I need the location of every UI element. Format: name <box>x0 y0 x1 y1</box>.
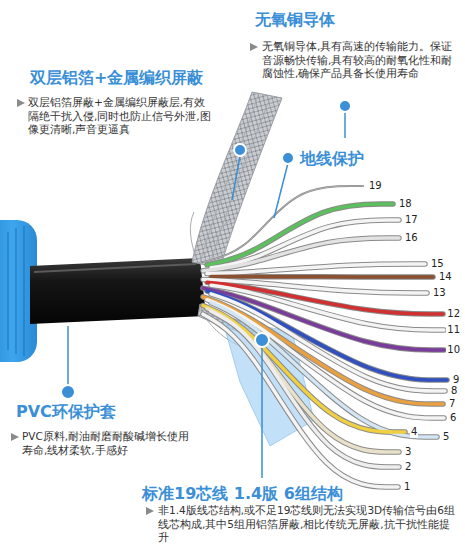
wire-core <box>211 311 399 467</box>
pvc-jacket <box>30 258 206 324</box>
feature-heading: 双层铝箔+金属编织屏蔽 <box>30 68 203 87</box>
callout-number: 12 <box>446 308 461 320</box>
feature-heading: 标准19芯线 1.4版 6组结构 <box>142 484 343 503</box>
wire-core <box>207 264 425 274</box>
callout-number: 14 <box>438 271 453 283</box>
wire-core <box>211 303 437 437</box>
wire-core <box>211 220 399 268</box>
callout-number: 2 <box>404 461 412 473</box>
callout-number: 3 <box>404 446 412 458</box>
callout-number: 10 <box>446 344 461 356</box>
wire-core <box>207 204 393 265</box>
wire-core <box>207 308 399 452</box>
feature-description: 双层铝箔屏蔽+金属编织屏蔽层,有效隔绝干扰入侵,同时也防止信号外泄,图像更清晰,… <box>28 96 214 137</box>
wire-outline <box>211 274 433 280</box>
wire-group <box>203 186 447 487</box>
callout-number: 1 <box>403 481 411 493</box>
callout-number: 15 <box>430 258 445 270</box>
wire-core <box>211 275 433 279</box>
feature-description: 非1.4版线芯结构,或不足19芯线则无法实现3D传输信号由6组线芯构成,其中5组… <box>158 504 458 545</box>
callout-number: 11 <box>446 324 461 336</box>
callout-dots <box>61 100 351 399</box>
wire-outline <box>207 204 393 265</box>
callout-number: 16 <box>404 232 419 244</box>
feature-heading: 无氧铜导体 <box>255 10 335 29</box>
feature-heading: 地线保护 <box>300 149 364 168</box>
feature-description: 无氧铜导体,具有高速的传输能力。保证音源畅快传输,具有较高的耐氧化性和耐腐蚀性,… <box>262 40 458 81</box>
callout-number: 18 <box>398 198 413 210</box>
wire-core <box>207 300 444 418</box>
wire-outline <box>211 220 399 268</box>
plug-ridges <box>8 226 24 356</box>
callout-number: 5 <box>442 431 450 443</box>
callout-number: 8 <box>450 385 458 397</box>
callout-number: 19 <box>368 180 383 192</box>
callout-number: 13 <box>432 287 447 299</box>
wire-core <box>203 314 398 487</box>
feature-heading: PVC环保护套 <box>16 402 116 421</box>
bullet-arrows <box>11 43 258 515</box>
wire-outline <box>207 300 444 418</box>
callout-number: 4 <box>410 426 418 438</box>
feature-description: PVC原料,耐油耐磨耐酸碱增长使用寿命,线材柔软,手感好 <box>22 430 190 457</box>
callout-number: 17 <box>404 214 419 226</box>
callout-number: 6 <box>449 412 457 424</box>
callout-number: 7 <box>448 398 456 410</box>
jacket-highlight <box>34 264 196 272</box>
